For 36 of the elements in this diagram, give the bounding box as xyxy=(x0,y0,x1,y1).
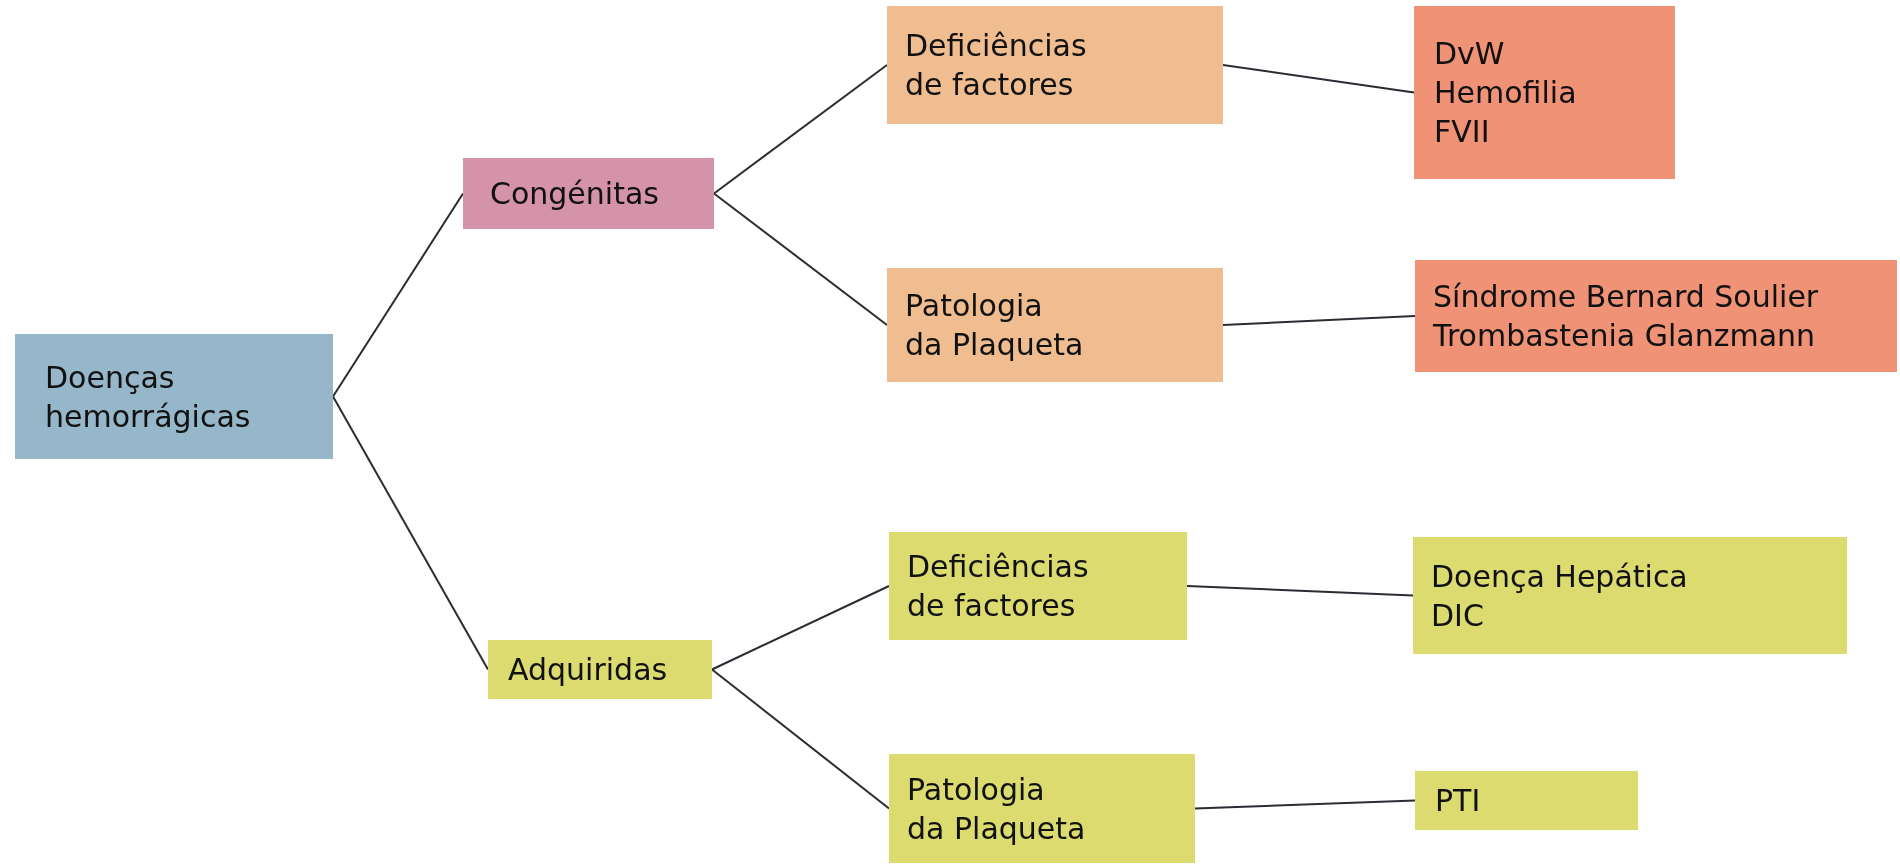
category-box xyxy=(889,532,1187,640)
connector-line xyxy=(1222,64,1415,94)
node-label: Patologia da Plaqueta xyxy=(905,287,1085,364)
category-box xyxy=(463,158,714,229)
connector-line xyxy=(713,192,888,326)
node-label: Doenças hemorrágicas xyxy=(45,358,252,436)
category-box xyxy=(488,640,712,699)
node-label: DIC xyxy=(1431,596,1485,635)
node-label: Síndrome Bernard Soulier xyxy=(1433,278,1820,316)
category-box xyxy=(1414,6,1675,179)
connector-line xyxy=(332,395,489,671)
category-box xyxy=(15,334,333,459)
connector-line xyxy=(332,192,464,398)
connector-line xyxy=(1186,585,1414,597)
connector-line xyxy=(1194,799,1416,810)
category-box xyxy=(1413,537,1847,654)
node-label: Trombastenia Glanzmann xyxy=(1433,317,1817,355)
category-box xyxy=(889,754,1195,863)
node-label: FVII xyxy=(1434,113,1491,151)
node-label: Doença Hepática xyxy=(1431,557,1689,596)
node-label: Patologia da Plaqueta xyxy=(907,770,1087,848)
connector-line xyxy=(711,668,890,810)
node-label: Hemofilia xyxy=(1434,74,1578,112)
node-label: Adquiridas xyxy=(508,651,669,689)
node-label: Deficiências de factores xyxy=(905,27,1088,104)
category-box xyxy=(887,268,1223,382)
category-box xyxy=(1415,260,1897,372)
node-label: Deficiências de factores xyxy=(907,548,1090,625)
node-label: DvW xyxy=(1434,35,1506,73)
connector-line xyxy=(1222,315,1416,326)
node-label: PTI xyxy=(1435,782,1482,820)
category-box xyxy=(887,6,1223,124)
category-box xyxy=(1415,771,1638,830)
connector-line xyxy=(711,585,890,671)
connector-line xyxy=(713,64,888,195)
node-label: Congénitas xyxy=(490,175,660,213)
